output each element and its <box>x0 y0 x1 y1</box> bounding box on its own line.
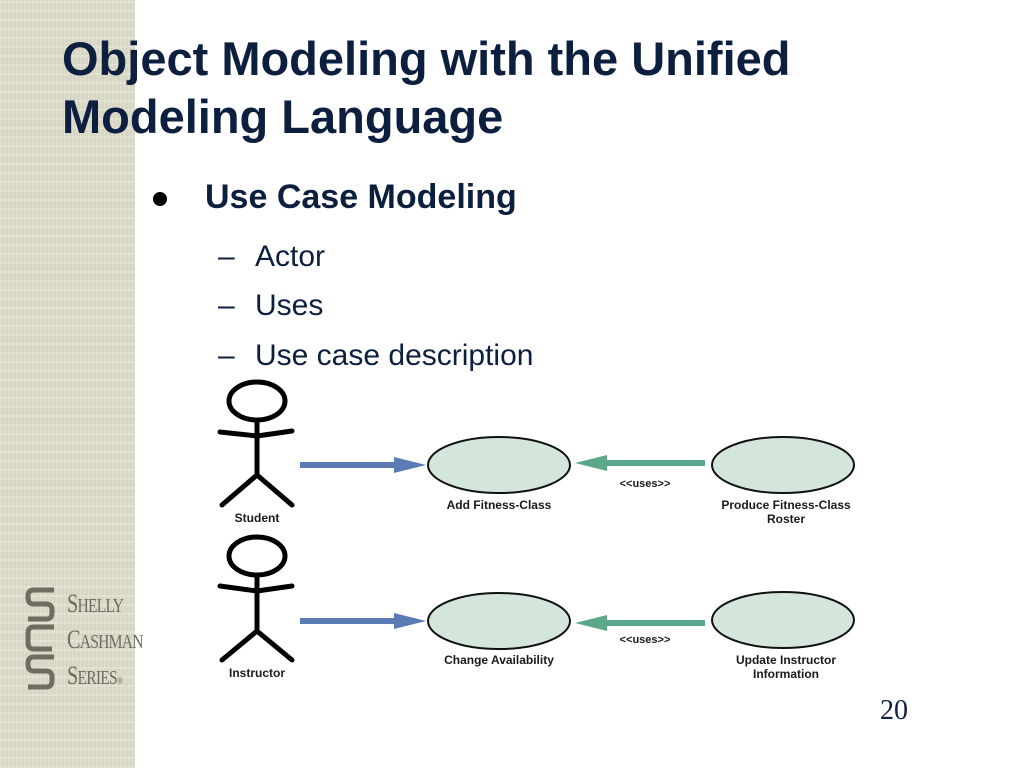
sub-bullet-list: – Actor – Uses – Use case description <box>218 232 533 381</box>
association-arrow <box>300 457 426 473</box>
use-case-diagram: Student Add Fitness-Class <<uses>> Produ… <box>200 375 900 695</box>
bullet-item: Use Case Modeling <box>153 178 517 217</box>
uses-label: <<uses>> <box>620 478 671 490</box>
actor-instructor-icon <box>217 534 295 663</box>
scs-monogram-icon <box>25 587 55 690</box>
use-case-label: Add Fitness-Class <box>447 498 552 512</box>
logo-word: ERIES <box>77 667 118 689</box>
logo-initial: S <box>67 589 78 618</box>
uses-label: <<uses>> <box>620 634 671 646</box>
use-case-label: Change Availability <box>444 653 554 667</box>
sub-bullet-text: Uses <box>255 289 324 323</box>
use-case-ellipse <box>711 591 855 649</box>
logo-initial: S <box>67 661 78 690</box>
sub-bullet-item: – Uses <box>218 282 533 332</box>
use-case-ellipse <box>427 592 571 650</box>
association-arrow <box>300 613 426 629</box>
registered-mark: ® <box>116 676 123 687</box>
use-case-label-line2: Information <box>753 667 819 681</box>
use-case-label-line2: Roster <box>767 512 805 526</box>
logo-word: HELLY <box>77 595 124 617</box>
uses-arrow <box>575 455 705 471</box>
use-case-label: Update Instructor <box>736 653 836 667</box>
sub-bullet-text: Actor <box>255 239 326 273</box>
dash-icon: – <box>218 338 235 372</box>
actor-student-icon <box>217 379 295 508</box>
uses-arrow <box>575 615 705 631</box>
sub-bullet-item: – Actor <box>218 232 533 282</box>
publisher-logo <box>24 585 134 695</box>
dash-icon: – <box>218 239 235 273</box>
logo-word: ASHMAN <box>79 631 144 653</box>
actor-label: Instructor <box>229 666 285 680</box>
sub-bullet-item: – Use case description <box>218 331 533 381</box>
decorative-side-band <box>0 0 135 768</box>
bullet-icon <box>153 191 167 206</box>
bullet-text: Use Case Modeling <box>205 178 517 216</box>
use-case-label: Produce Fitness-Class <box>721 498 851 512</box>
sub-bullet-text: Use case description <box>255 338 534 372</box>
publisher-logo-text: SHELLY CASHMAN SERIES® <box>67 587 143 699</box>
use-case-ellipse <box>711 436 855 494</box>
actor-label: Student <box>235 511 280 525</box>
slide-title: Object Modeling with the Unified Modelin… <box>62 32 791 143</box>
dash-icon: – <box>218 289 235 323</box>
page-number: 20 <box>880 695 908 726</box>
use-case-ellipse <box>427 436 571 494</box>
logo-initial: C <box>67 625 81 654</box>
